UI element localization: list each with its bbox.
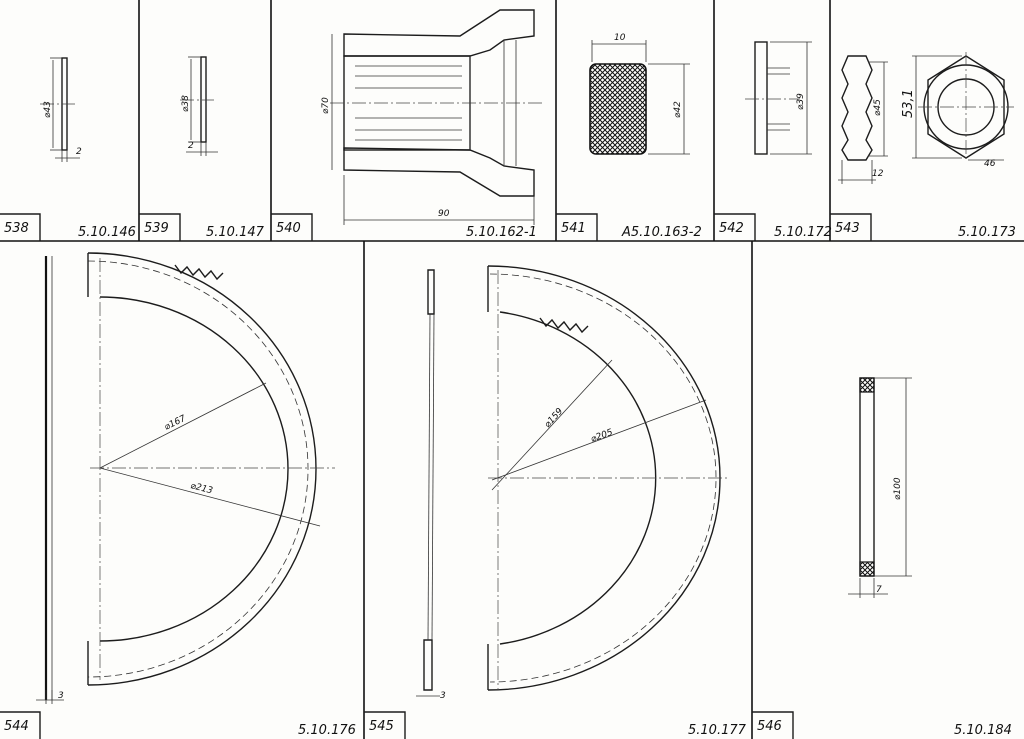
dim-545-outer-diameter: ⌀205 bbox=[590, 428, 615, 445]
dim-543-thickness: 12 bbox=[872, 169, 884, 179]
part-545-number: 545 bbox=[369, 719, 394, 734]
dim-539-diameter: ⌀38 bbox=[181, 95, 191, 112]
part-545-drawing bbox=[416, 265, 730, 697]
dim-545-thickness: 3 bbox=[440, 691, 446, 701]
part-543-number: 543 bbox=[835, 221, 860, 236]
dim-543-diameter: ⌀45 bbox=[873, 99, 883, 116]
part-541-code: А5.10.163-2 bbox=[621, 225, 702, 240]
part-538-drawing bbox=[40, 57, 80, 162]
dim-545-inner-diameter: ⌀159 bbox=[543, 406, 566, 430]
dim-544-outer-diameter: ⌀213 bbox=[189, 481, 214, 496]
dim-544-inner-diameter: ⌀167 bbox=[163, 414, 188, 433]
dimension-labels: ⌀43 2 ⌀38 2 ⌀70 90 10 ⌀42 ⌀39 ⌀45 53,1 1… bbox=[43, 33, 996, 701]
dim-538-diameter: ⌀43 bbox=[43, 101, 53, 118]
dim-538-thickness: 2 bbox=[76, 147, 82, 157]
part-544-drawing bbox=[36, 252, 335, 704]
dim-544-thickness: 3 bbox=[58, 691, 64, 701]
dim-540-length: 90 bbox=[438, 209, 450, 219]
part-542-number: 542 bbox=[719, 221, 744, 236]
part-546-drawing bbox=[848, 377, 912, 598]
part-538-number: 538 bbox=[4, 221, 29, 236]
part-539-code: 5.10.147 bbox=[206, 225, 265, 240]
part-544-code: 5.10.176 bbox=[298, 723, 356, 738]
part-543-drawing bbox=[838, 52, 1014, 184]
dim-543-flats: 46 bbox=[984, 159, 996, 169]
part-544-number: 544 bbox=[4, 719, 29, 734]
part-545-code: 5.10.177 bbox=[688, 723, 747, 738]
part-540-number: 540 bbox=[276, 221, 301, 236]
dim-541-width: 10 bbox=[614, 33, 626, 43]
part-538-code: 5.10.146 bbox=[78, 225, 136, 240]
part-541-number: 541 bbox=[561, 221, 586, 236]
cell-labels: 538 5.10.146 539 5.10.147 540 5.10.162-1… bbox=[4, 221, 1016, 738]
part-539-drawing bbox=[180, 56, 218, 156]
dim-546-width: 7 bbox=[876, 585, 882, 595]
part-540-code: 5.10.162-1 bbox=[466, 225, 537, 240]
dim-539-thickness: 2 bbox=[188, 141, 194, 151]
part-543-code: 5.10.173 bbox=[958, 225, 1016, 240]
dim-543-height: 53,1 bbox=[901, 89, 916, 118]
dim-546-diameter: ⌀100 bbox=[893, 477, 903, 500]
part-546-code: 5.10.184 bbox=[954, 723, 1012, 738]
part-539-number: 539 bbox=[144, 221, 169, 236]
dim-542-diameter: ⌀39 bbox=[796, 93, 806, 110]
dim-541-diameter: ⌀42 bbox=[673, 101, 683, 118]
part-540-drawing bbox=[330, 9, 545, 225]
part-542-drawing bbox=[745, 41, 812, 155]
part-541-drawing bbox=[589, 40, 690, 155]
part-546-number: 546 bbox=[757, 719, 782, 734]
part-542-code: 5.10.172 bbox=[774, 225, 832, 240]
dim-540-diameter: ⌀70 bbox=[321, 97, 331, 114]
